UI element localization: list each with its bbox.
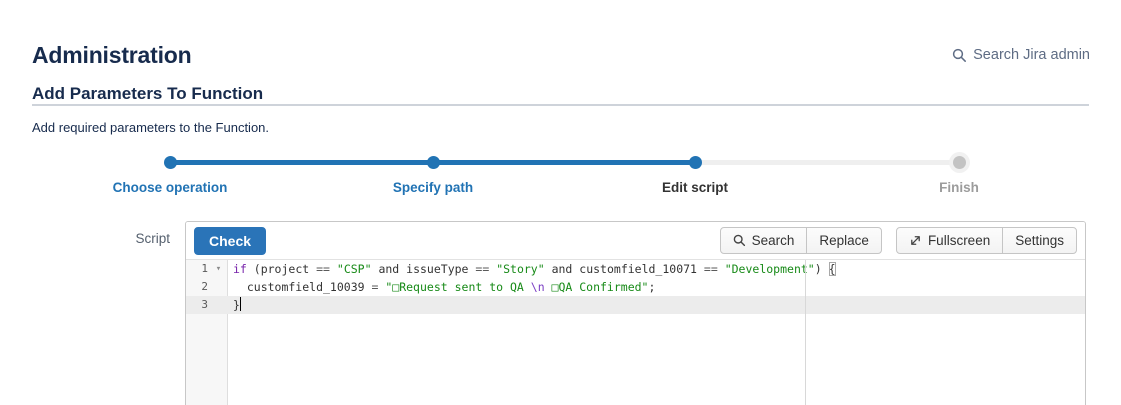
code-lines: 1 ▾ if (project == "CSP" and issueType == …: [186, 260, 1085, 314]
step-dot-finish: [953, 156, 966, 169]
fullscreen-button[interactable]: Fullscreen: [895, 227, 1004, 254]
step-edit-script: Edit script: [661, 180, 729, 195]
search-button-label: Search: [751, 233, 795, 248]
script-editor-panel: Check Search Replace: [185, 221, 1086, 405]
step-specify-path[interactable]: Specify path: [392, 180, 474, 195]
section-description: Add required parameters to the Function.: [32, 120, 270, 135]
step-dot-specify-path: [427, 156, 440, 169]
search-jira-admin[interactable]: Search Jira admin: [952, 47, 1090, 63]
line-number: 3: [201, 298, 208, 311]
settings-button-label: Settings: [1015, 233, 1064, 248]
page-title: Administration: [32, 42, 192, 68]
fullscreen-settings-group: Fullscreen Settings: [895, 227, 1077, 254]
editor-gutter: [186, 260, 228, 405]
code-line[interactable]: 3}: [186, 296, 1085, 314]
replace-button[interactable]: Replace: [806, 227, 882, 254]
step-dot-choose-operation: [164, 156, 177, 169]
code-text: }: [233, 297, 241, 312]
check-button[interactable]: Check: [194, 226, 267, 255]
search-jira-admin-label: Search Jira admin: [973, 47, 1090, 63]
search-icon: [733, 234, 746, 247]
editor-toolbar-right: Search Replace: [719, 227, 1077, 254]
editor-column-ruler: [805, 260, 806, 405]
code-text: customfield_10039 = "□Request sent to QA…: [233, 280, 656, 294]
line-number: 2: [201, 280, 208, 293]
section-title: Add Parameters To Function: [32, 84, 264, 103]
fold-gutter-spacer: [208, 296, 229, 314]
fold-arrow-icon[interactable]: ▾: [215, 264, 222, 274]
editor-toolbar: Check Search Replace: [186, 222, 1085, 260]
search-icon: [952, 48, 967, 63]
fold-gutter-spacer: [208, 278, 229, 296]
script-field-label: Script: [135, 231, 170, 246]
line-number: 1: [201, 262, 208, 275]
code-line[interactable]: 2 customfield_10039 = "□Request sent to …: [186, 278, 1085, 296]
stepper-track-remaining: [697, 160, 961, 165]
step-finish: Finish: [939, 180, 979, 195]
code-line[interactable]: 1 ▾ if (project == "CSP" and issueType == …: [186, 260, 1085, 278]
search-replace-group: Search Replace: [719, 227, 882, 254]
code-text: if (project == "CSP" and issueType == "S…: [233, 262, 836, 276]
search-button[interactable]: Search: [719, 227, 808, 254]
code-editor[interactable]: 1 ▾ if (project == "CSP" and issueType == …: [186, 260, 1085, 405]
settings-button[interactable]: Settings: [1002, 227, 1077, 254]
text-cursor: [239, 297, 241, 311]
section-divider: [32, 104, 1089, 106]
step-choose-operation[interactable]: Choose operation: [112, 180, 228, 195]
replace-button-label: Replace: [819, 233, 869, 248]
fullscreen-button-label: Fullscreen: [927, 233, 991, 248]
step-dot-edit-script: [689, 156, 702, 169]
fullscreen-icon: [909, 234, 922, 247]
